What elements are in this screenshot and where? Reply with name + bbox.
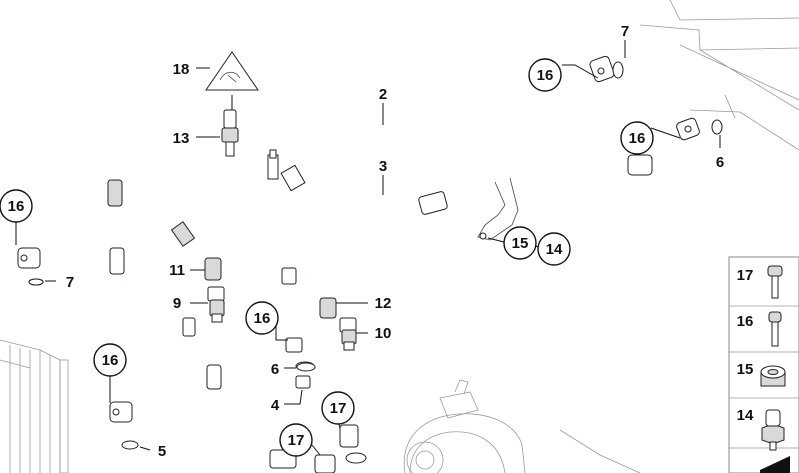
svg-text:17: 17 [288,432,305,449]
svg-text:7: 7 [66,274,74,291]
callout-3: 3 [379,158,387,175]
callout-17-upper: 17 [321,391,355,425]
svg-text:11: 11 [169,262,185,279]
compressor-outline [403,379,526,473]
svg-text:9: 9 [173,295,181,312]
svg-text:6: 6 [271,361,279,378]
svg-text:10: 10 [375,325,392,342]
valve-10 [339,317,357,351]
svg-text:16: 16 [737,313,754,330]
bottom-arrow-icon [760,456,790,473]
pipe-left-upper [17,157,128,287]
pressure-sensor-13 [221,109,239,157]
callout-9: 9 [173,295,181,312]
callout-18: 18 [173,61,190,78]
svg-text:14: 14 [737,407,754,424]
pipe-2 [117,55,615,288]
svg-text:3: 3 [379,158,387,175]
legend-item-15: 15 [737,361,786,387]
svg-text:17: 17 [330,400,347,417]
callout-6-mid: 6 [271,361,279,378]
o-rings [28,61,723,372]
bolt-icon [767,265,783,299]
callout-6-right: 6 [716,154,724,171]
valve-9 [207,286,225,323]
warning-label-18 [205,51,259,91]
pipe-3 [281,117,700,353]
svg-text:13: 13 [173,130,190,147]
callout-14: 14 [537,232,571,266]
svg-text:18: 18 [173,61,190,78]
callout-16-top: 16 [528,58,562,92]
pipe-lower-left [109,317,301,469]
svg-text:16: 16 [629,130,646,147]
evaporator-outline [559,0,799,473]
svg-text:15: 15 [737,361,754,378]
leader-lines [15,40,721,456]
callout-17-lower: 17 [279,423,313,457]
hardware-legend: 17 16 15 14 [728,256,799,473]
callout-10: 10 [375,325,392,342]
svg-text:16: 16 [537,67,554,84]
svg-text:16: 16 [254,310,271,327]
callout-2: 2 [379,86,387,103]
callout-15: 15 [503,226,537,260]
callout-5: 5 [158,443,166,460]
svg-text:2: 2 [379,86,387,103]
svg-text:15: 15 [512,235,529,252]
svg-text:14: 14 [546,241,563,258]
svg-text:6: 6 [716,154,724,171]
legend-item-17: 17 [737,265,783,299]
callout-16-lower: 16 [93,343,127,377]
svg-text:5: 5 [158,443,166,460]
svg-text:4: 4 [271,397,280,414]
svg-text:12: 12 [375,295,392,312]
condenser-outline [0,339,69,473]
bolt-icon [768,311,782,347]
svg-text:7: 7 [621,23,629,40]
callout-13: 13 [173,130,190,147]
callout-7-left: 7 [66,274,74,291]
callout-12: 12 [375,295,392,312]
legend-item-14: 14 [737,407,785,451]
hex-nut-icon [761,409,785,451]
legend-item-16: 16 [737,311,782,347]
valve-12 [319,297,337,319]
callout-16-right: 16 [620,121,654,155]
valve-11 [204,257,222,281]
svg-text:16: 16 [102,352,119,369]
grommet-icon [760,365,786,387]
svg-text:17: 17 [737,267,754,284]
callout-4: 4 [271,397,280,414]
callout-16-mid: 16 [245,301,279,335]
callout-16-left: 16 [0,189,33,223]
callout-11: 11 [169,262,185,279]
svg-text:16: 16 [8,198,25,215]
callout-7-top: 7 [621,23,629,40]
